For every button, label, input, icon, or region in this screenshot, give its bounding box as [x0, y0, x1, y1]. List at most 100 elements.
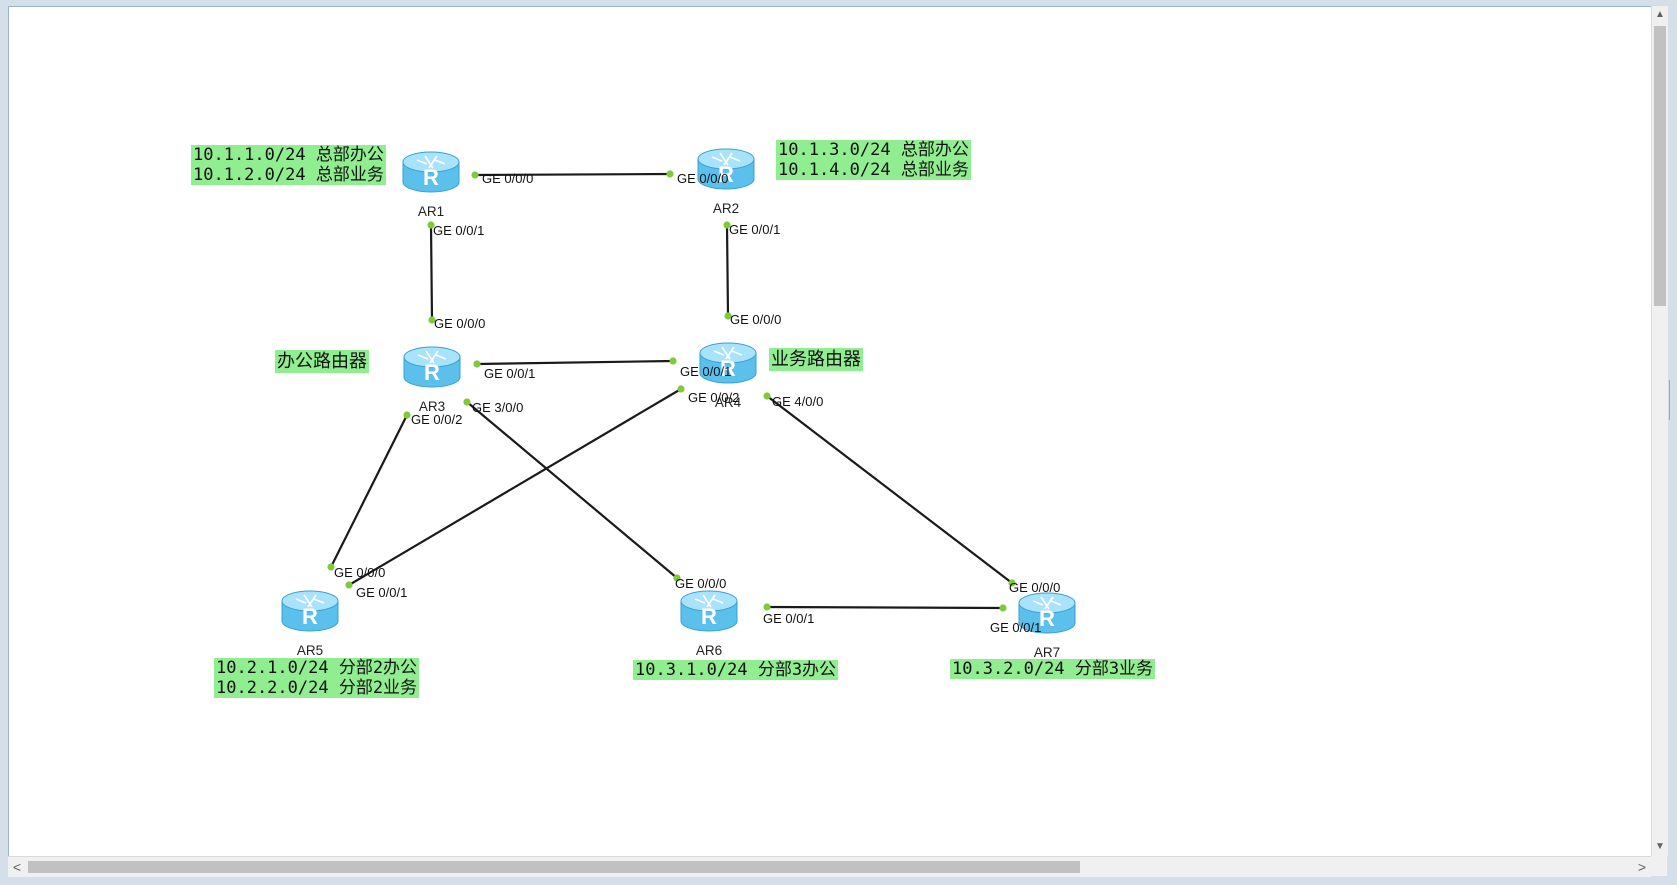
port-label-ar1: GE 0/0/0 — [482, 171, 533, 186]
port-dot[interactable] — [428, 316, 436, 324]
note-ar2-networks[interactable]: 10.1.3.0/24 总部办公 10.1.4.0/24 总部业务 — [776, 140, 971, 180]
port-dot[interactable] — [471, 171, 479, 179]
router-label: AR1 — [418, 204, 444, 219]
note-ar3-role[interactable]: 办公路由器 — [275, 350, 369, 373]
router-label: AR3 — [419, 399, 445, 414]
port-dot[interactable] — [677, 385, 685, 393]
link-ar6-ar7[interactable] — [766, 605, 1004, 610]
port-dot[interactable] — [999, 604, 1007, 612]
router-ar3[interactable]: R AR3 — [403, 346, 461, 414]
port-label-ar4: GE 0/0/0 — [730, 312, 781, 327]
router-top — [1018, 592, 1076, 614]
router-label: AR7 — [1034, 645, 1060, 660]
vertical-scrollbar[interactable]: ▲ ▼ — [1651, 6, 1668, 856]
port-dot[interactable] — [724, 312, 732, 320]
port-label-ar3: GE 0/0/2 — [411, 412, 462, 427]
port-label-ar3: GE 0/0/1 — [484, 366, 535, 381]
scrollbar-corner — [1651, 856, 1667, 876]
port-dot[interactable] — [763, 392, 771, 400]
port-dot[interactable] — [666, 170, 674, 178]
port-label-ar3: GE 3/0/0 — [472, 400, 523, 415]
port-label-ar6: GE 0/0/1 — [763, 611, 814, 626]
link-ar4-ar7[interactable] — [766, 395, 1013, 584]
note-ar5-networks[interactable]: 10.2.1.0/24 分部2办公 10.2.2.0/24 分部2业务 — [214, 658, 420, 698]
note-ar6-networks[interactable]: 10.3.1.0/24 分部3办公 — [633, 660, 839, 680]
port-label-ar2: GE 0/0/0 — [677, 171, 728, 186]
port-dot[interactable] — [669, 357, 677, 365]
router-glyph: R — [302, 604, 318, 629]
router-label: AR4 — [715, 395, 742, 410]
scroll-left-icon[interactable]: < — [12, 859, 22, 875]
note-ar4-role[interactable]: 业务路由器 — [769, 348, 863, 371]
router-glyph: R — [718, 162, 734, 187]
link-ar2-ar4[interactable] — [725, 224, 730, 317]
link-ar3-ar4[interactable] — [476, 359, 674, 366]
router-top — [403, 346, 461, 368]
router-arrows-icon — [417, 350, 447, 364]
link-ar1-ar2[interactable] — [474, 172, 671, 177]
port-dot[interactable] — [723, 221, 731, 229]
port-dot[interactable] — [673, 574, 681, 582]
port-dot[interactable] — [327, 563, 335, 571]
port-label-ar5: GE 0/0/0 — [334, 565, 385, 580]
router-ar7[interactable]: R AR7 — [1018, 592, 1076, 660]
scroll-right-icon[interactable]: > — [1637, 859, 1647, 875]
port-label-ar1: GE 0/0/1 — [433, 223, 484, 238]
note-ar1-networks[interactable]: 10.1.1.0/24 总部办公 10.1.2.0/24 总部业务 — [191, 145, 386, 185]
router-ar6[interactable]: R AR6 — [680, 590, 738, 658]
router-ar1[interactable]: R AR1 — [402, 151, 460, 219]
link-ar1-ar3[interactable] — [429, 224, 434, 321]
port-label-ar7: GE 0/0/0 — [1009, 580, 1060, 595]
horizontal-scroll-thumb[interactable] — [28, 861, 1080, 873]
note-ar7-networks[interactable]: 10.3.2.0/24 分部3业务 — [950, 659, 1156, 679]
router-glyph: R — [424, 360, 440, 385]
router-glyph: R — [423, 165, 439, 190]
router-label: AR2 — [713, 201, 739, 216]
port-label-ar5: GE 0/0/1 — [356, 585, 407, 600]
scroll-up-icon[interactable]: ▲ — [1655, 9, 1665, 20]
vertical-scroll-thumb[interactable] — [1654, 26, 1666, 306]
horizontal-scrollbar[interactable]: < > — [8, 856, 1651, 877]
port-label-ar4: GE 0/0/2 — [688, 390, 739, 405]
router-arrows-icon — [1032, 596, 1062, 610]
router-arrows-icon — [295, 594, 325, 608]
port-dot[interactable] — [473, 360, 481, 368]
router-top — [402, 151, 460, 173]
router-arrows-icon — [713, 346, 743, 360]
port-dot[interactable] — [345, 581, 353, 589]
router-arrows-icon — [694, 594, 724, 608]
router-top — [281, 590, 339, 612]
port-dot[interactable] — [427, 221, 435, 229]
port-dot[interactable] — [763, 603, 771, 611]
scroll-down-icon[interactable]: ▼ — [1655, 841, 1665, 852]
port-label-ar3: GE 0/0/0 — [434, 316, 485, 331]
port-label-ar6: GE 0/0/0 — [675, 576, 726, 591]
ports-layer: GE 0/0/0 GE 0/0/0 GE 0/0/1 GE 0/0/0 GE 0/0/1… — [327, 170, 1060, 635]
router-glyph: R — [701, 604, 717, 629]
links-layer — [330, 172, 1013, 610]
link-ar4-ar5[interactable] — [348, 388, 682, 586]
router-ar4[interactable]: R AR4 — [699, 342, 757, 410]
router-glyph: R — [1039, 606, 1055, 631]
port-label-ar7: GE 0/0/1 — [990, 620, 1041, 635]
port-dot[interactable] — [403, 411, 411, 419]
link-ar3-ar6[interactable] — [466, 401, 678, 579]
port-label-ar2: GE 0/0/1 — [729, 222, 780, 237]
router-ar2[interactable]: R AR2 — [697, 148, 755, 216]
port-dot[interactable] — [463, 398, 471, 406]
router-top — [680, 590, 738, 612]
side-panel-grip[interactable] — [1669, 380, 1676, 420]
port-label-ar4: GE 0/0/1 — [680, 364, 731, 379]
link-ar3-ar5[interactable] — [330, 414, 408, 568]
router-arrows-icon — [711, 152, 741, 166]
router-glyph: R — [720, 356, 736, 381]
router-label: AR6 — [696, 643, 722, 658]
port-label-ar4: GE 4/0/0 — [772, 394, 823, 409]
port-dot[interactable] — [1008, 579, 1016, 587]
router-top — [699, 342, 757, 364]
